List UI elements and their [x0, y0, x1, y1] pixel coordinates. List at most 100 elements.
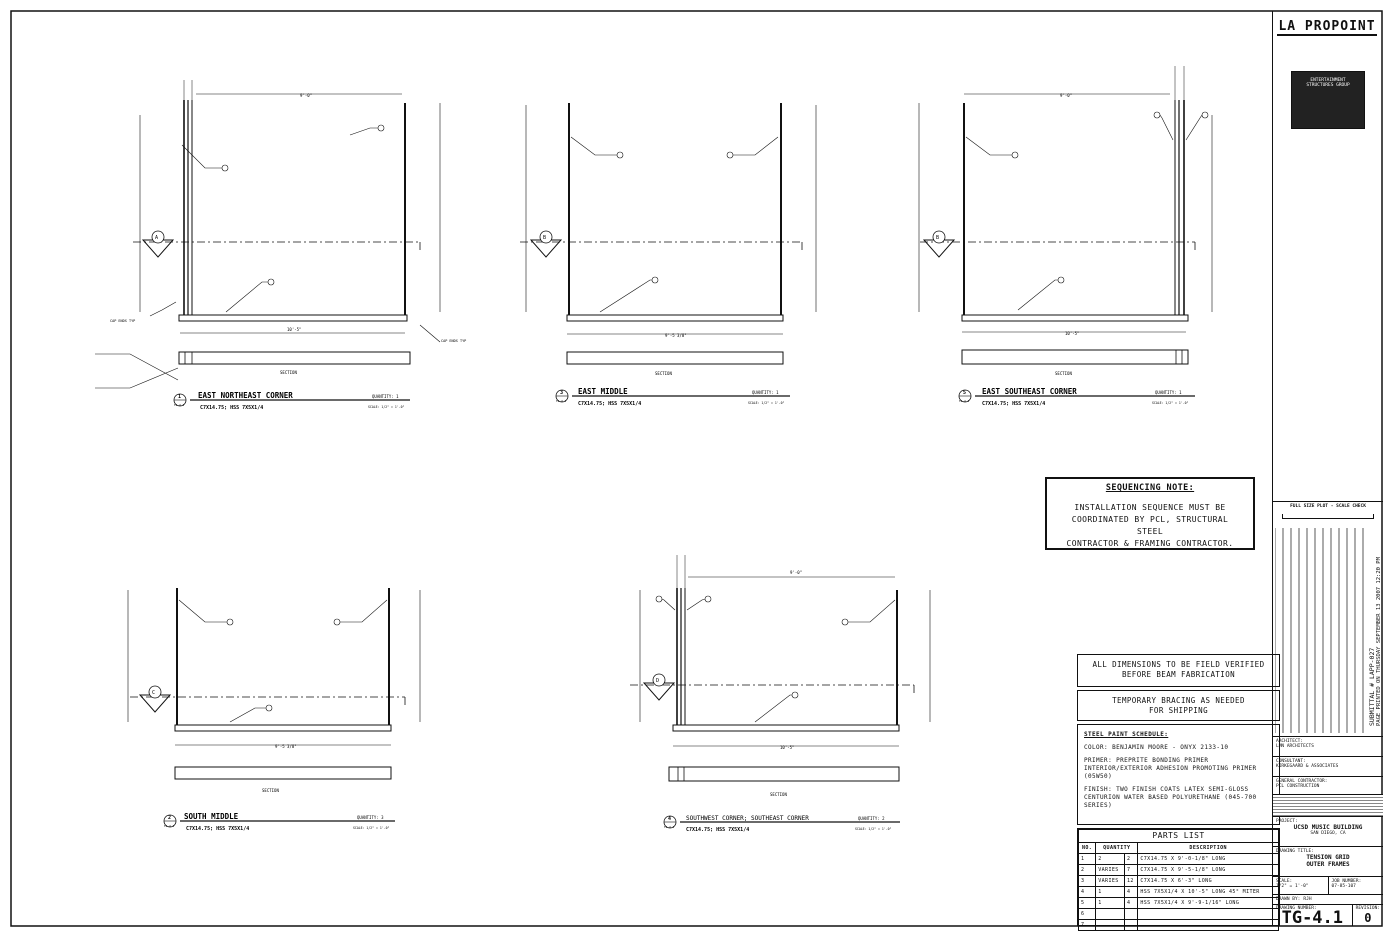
- part-qty-a: 2: [1095, 853, 1125, 865]
- contractor-value: PCL CONSTRUCTION: [1276, 784, 1320, 789]
- scale-label: SCALE:: [1276, 879, 1293, 884]
- scale-check: FULL SIZE PLOT - SCALE CHECK: [1273, 501, 1383, 549]
- paint-schedule-heading: STEEL PAINT SCHEDULE:: [1084, 731, 1169, 738]
- paint-color: COLOR: BENJAMIN MOORE - ONYX 2133-10: [1084, 744, 1229, 751]
- part-qty-a: 1: [1095, 886, 1125, 898]
- detail-1-members: C7X14.75; HSS 7X5X1/4: [200, 405, 263, 411]
- table-row: 6: [1077, 908, 1279, 920]
- part-description: HSS 7X5X1/4 X 9'-9-1/16" LONG: [1137, 897, 1279, 909]
- sequencing-note-line-3: CONTRACTOR & FRAMING CONTRACTOR.: [1066, 539, 1234, 548]
- detail-5-number: 5: [963, 390, 966, 396]
- detail-3-frame: [520, 103, 817, 403]
- revision-value: 0: [1364, 911, 1372, 925]
- detail-3-section-tag: B: [543, 235, 546, 241]
- part-qty-b: 4: [1123, 897, 1139, 909]
- detail-1-cap-ends-label: CAP ENDS TYP: [441, 339, 466, 343]
- revision-grid: SUBMITTAL # LAPP-027 PAGE PRINTED ON THU…: [1273, 526, 1383, 736]
- seal-line-2: STRUCTURES GROUP: [1306, 83, 1350, 88]
- part-qty-a: 1: [1095, 897, 1125, 909]
- part-no: 1: [1077, 853, 1097, 865]
- table-row: 7: [1077, 919, 1279, 931]
- sequencing-note-line-1: INSTALLATION SEQUENCE MUST BE: [1074, 503, 1226, 512]
- disclaimer-text-block: [1273, 794, 1383, 816]
- detail-1-frame: [95, 80, 441, 407]
- part-no: 2: [1077, 864, 1097, 876]
- detail-2-section-tag: C: [152, 690, 155, 696]
- part-qty-b: 12: [1123, 875, 1139, 887]
- part-no: 4: [1077, 886, 1097, 898]
- part-qty-a: VARIES: [1095, 875, 1125, 887]
- part-qty-b: 2: [1123, 853, 1139, 865]
- drawn-by-cell: DRAWN BY: RJH: [1273, 894, 1383, 904]
- steel-paint-schedule: STEEL PAINT SCHEDULE: COLOR: BENJAMIN MO…: [1077, 724, 1280, 825]
- detail-5-title: EAST SOUTHEAST CORNER: [982, 387, 1077, 396]
- part-no: 3: [1077, 875, 1097, 887]
- part-qty-b: 7: [1123, 864, 1139, 876]
- contractor-cell: GENERAL CONTRACTOR: PCL CONSTRUCTION: [1273, 776, 1383, 794]
- parts-header-no: NO.: [1077, 842, 1097, 854]
- detail-1-scale: SCALE: 1/2" = 1'-0": [368, 405, 405, 409]
- scale-check-bar: [1282, 514, 1374, 519]
- detail-3-section-label: SECTION: [655, 371, 672, 376]
- detail-5-bottom-dimension: 10'-5": [1065, 331, 1079, 336]
- detail-4-number: 4: [668, 816, 671, 822]
- contractor-label: GENERAL CONTRACTOR:: [1276, 779, 1328, 784]
- detail-1-section-tag: A: [155, 235, 158, 241]
- detail-2-scale: SCALE: 1/2" = 1'-0": [353, 826, 390, 830]
- drawing-title-line-2: OUTER FRAMES: [1306, 861, 1350, 868]
- detail-5-frame: [918, 66, 1213, 403]
- detail-1-bottom-dimension: 10'-5": [287, 327, 301, 332]
- detail-4-quantity: QUANTITY: 2: [858, 816, 885, 821]
- job-number-value: 07-85-107: [1331, 884, 1356, 889]
- sequencing-note-heading: SEQUENCING NOTE:: [1105, 483, 1195, 493]
- revision-grid-lines: [1275, 528, 1364, 733]
- detail-4-section-tag: D: [656, 678, 659, 684]
- detail-1-sheet-ref: TG-4.1: [174, 403, 184, 407]
- detail-5-top-dimension: 9'-0": [1060, 93, 1072, 98]
- part-description: C7X14.75 X 9'-5-1/8" LONG: [1137, 864, 1279, 876]
- detail-1-title: EAST NORTHEAST CORNER: [198, 391, 293, 400]
- architect-cell: ARCHITECT: LMN ARCHITECTS: [1273, 736, 1383, 756]
- sequencing-note: SEQUENCING NOTE: INSTALLATION SEQUENCE M…: [1045, 477, 1255, 550]
- field-verify-note: ALL DIMENSIONS TO BE FIELD VERIFIED BEFO…: [1077, 654, 1280, 687]
- engineer-seal-stamp: ENTERTAINMENT STRUCTURES GROUP: [1291, 71, 1365, 129]
- title-block: LA PROPOINT ENTERTAINMENT STRUCTURES GRO…: [1272, 11, 1383, 927]
- detail-5-members: C7X14.75; HSS 7X5X1/4: [982, 401, 1045, 407]
- bracing-line-2: FOR SHIPPING: [1149, 706, 1208, 715]
- detail-2-quantity: QUANTITY: 3: [357, 815, 384, 820]
- detail-4-members: C7X14.75; HSS 7X5X1/4: [686, 827, 749, 833]
- parts-list-title: PARTS LIST: [1078, 829, 1279, 843]
- bracing-line-1: TEMPORARY BRACING AS NEEDED: [1112, 696, 1245, 705]
- submittal-number: SUBMITTAL # LAPP-027: [1368, 647, 1376, 726]
- seal-line-1: ENTERTAINMENT: [1310, 78, 1346, 83]
- drawing-title-label: DRAWING TITLE:: [1276, 849, 1314, 854]
- detail-3-sheet-ref: TG-4.1: [556, 399, 566, 403]
- drawing-title-cell: DRAWING TITLE: TENSION GRID OUTER FRAMES: [1273, 846, 1383, 876]
- detail-4-scale: SCALE: 1/2" = 1'-0": [855, 827, 892, 831]
- field-verify-line-2: BEFORE BEAM FABRICATION: [1121, 670, 1236, 679]
- detail-4-bottom-dimension: 10'-5": [780, 745, 794, 750]
- job-number-label: JOB NUMBER:: [1331, 879, 1362, 884]
- detail-2-members: C7X14.75; HSS 7X5X1/4: [186, 826, 249, 832]
- detail-3-number: 3: [560, 390, 563, 396]
- drawn-by-value: RJH: [1303, 897, 1312, 902]
- paint-primer: PRIMER: PREPRITE BONDING PRIMER INTERIOR…: [1084, 757, 1257, 780]
- detail-1-section-label: SECTION: [280, 370, 297, 375]
- revision-label: REVISION:: [1355, 906, 1380, 911]
- detail-5-quantity: QUANTITY: 1: [1155, 390, 1182, 395]
- sheet-border: [10, 10, 1383, 927]
- company-logo: LA PROPOINT: [1277, 19, 1377, 59]
- print-date: PAGE PRINTED ON THURSDAY SEPTEMBER 13 20…: [1376, 557, 1382, 726]
- scale-value: 1/2" = 1'-0": [1276, 884, 1309, 889]
- detail-4-section-label: SECTION: [770, 792, 787, 797]
- consultant-label: CONSULTANT:: [1276, 759, 1306, 764]
- bracing-note: TEMPORARY BRACING AS NEEDED FOR SHIPPING: [1077, 690, 1280, 721]
- detail-1-top-dimension: 9'-0": [300, 93, 312, 98]
- detail-1-quantity: QUANTITY: 1: [372, 394, 399, 399]
